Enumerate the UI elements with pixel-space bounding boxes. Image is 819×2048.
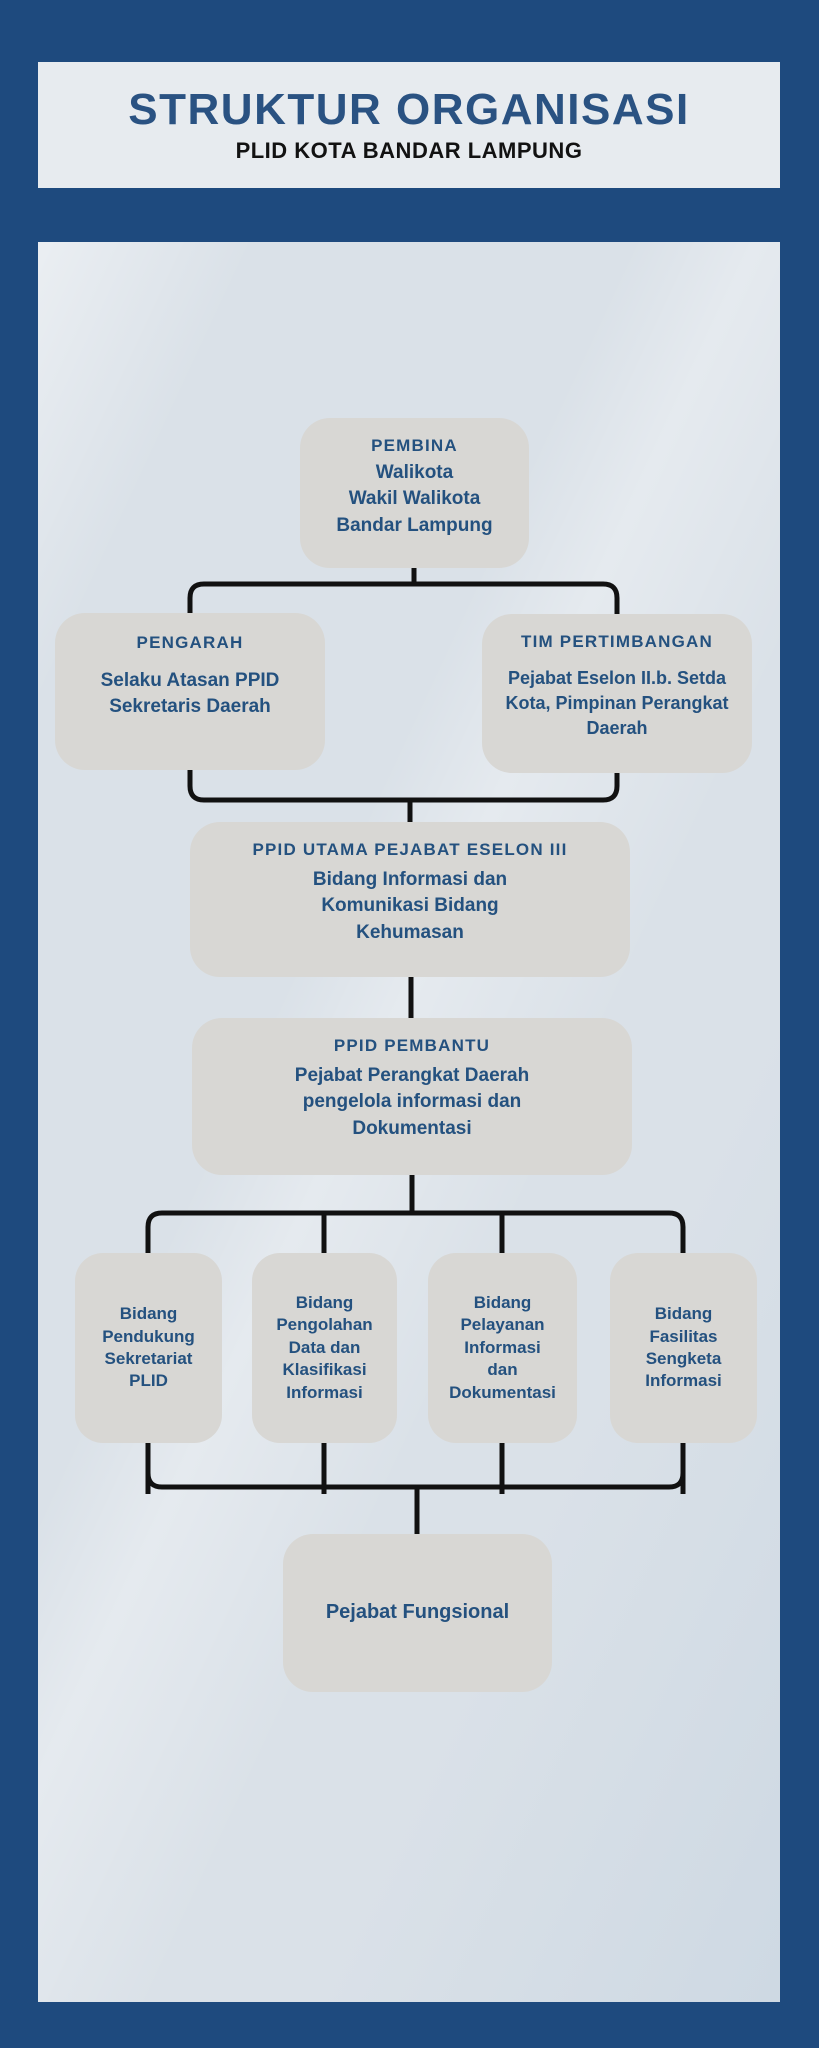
node-text-line: Bidang	[119, 1304, 178, 1324]
node-pejabat-fungsional: Pejabat Fungsional	[283, 1534, 552, 1692]
node-text-line: Pejabat Eselon II.b. Setda	[507, 668, 727, 689]
node-text-line: Bidang	[473, 1292, 532, 1312]
node-text-line: Informasi	[286, 1382, 363, 1402]
node-text-line: PLID	[129, 1371, 168, 1391]
connector-row2-merge-bus	[187, 770, 620, 803]
node-ppid-utama-title: PPID UTAMA PEJABAT ESELON III	[252, 840, 568, 859]
node-text-line: pengelola informasi dan	[302, 1091, 522, 1113]
node-tim-pertimbangan: TIM PERTIMBANGAN Pejabat Eselon II.b. Se…	[482, 614, 752, 773]
node-text-line: Informasi	[645, 1371, 722, 1391]
connector-children-bus	[145, 1210, 686, 1494]
node-ppid-pembantu: PPID PEMBANTU Pejabat Perangkat Daerah pe…	[192, 1018, 632, 1175]
node-text-line: Dokumentasi	[352, 1117, 472, 1139]
node-text-line: Sekretariat	[104, 1349, 193, 1368]
connector-collector-bus	[145, 1443, 686, 1490]
connector-row2-bus	[187, 581, 620, 615]
node-text-line: Bidang	[295, 1292, 354, 1312]
node-text-line: Bidang Informasi dan	[312, 869, 508, 891]
node-tim-pertimbangan-title: TIM PERTIMBANGAN	[520, 632, 714, 651]
node-pengarah-title: PENGARAH	[136, 633, 244, 652]
page-subtitle: PLID KOTA BANDAR LAMPUNG	[235, 138, 583, 163]
node-text-line: Pendukung	[102, 1326, 195, 1346]
node-text-line: Pejabat Perangkat Daerah	[294, 1065, 530, 1087]
node-text-line: Fasilitas	[649, 1326, 718, 1346]
node-text-line: dan	[487, 1360, 518, 1380]
node-pengarah-body: Selaku Atasan PPID Sekretaris Daerah	[55, 668, 325, 720]
node-text-line: Dokumentasi	[449, 1382, 556, 1402]
node-ppid-pembantu-title: PPID PEMBANTU	[333, 1036, 491, 1055]
node-text-line: Selaku Atasan PPID	[100, 670, 280, 692]
node-text-line: Komunikasi Bidang	[321, 895, 499, 917]
node-text-line: Wakil Walikota	[348, 488, 481, 510]
node-text-line: Kehumasan	[356, 921, 464, 943]
node-text-line: Data dan	[288, 1337, 361, 1357]
node-text-line: Bandar Lampung	[336, 514, 493, 536]
node-pejabat-fungsional-body: Pejabat Fungsional	[326, 1599, 509, 1627]
node-text-line: Pejabat Fungsional	[325, 1601, 510, 1624]
node-pengarah: PENGARAH Selaku Atasan PPID Sekretaris Da…	[55, 613, 325, 770]
node-text-line: Walikota	[375, 462, 454, 484]
node-ppid-pembantu-body: Pejabat Perangkat Daerah pengelola inform…	[192, 1063, 632, 1142]
page-title: STRUKTUR ORGANISASI	[128, 85, 690, 134]
node-text-line: Kota, Pimpinan Perangkat	[505, 692, 729, 713]
node-text-line: Daerah	[586, 717, 648, 738]
node-text-line: Informasi	[464, 1337, 541, 1357]
node-text-line: Sengketa	[645, 1349, 722, 1368]
node-text-line: Pelayanan	[460, 1315, 545, 1335]
node-pembina-title: PEMBINA	[371, 436, 458, 455]
header-banner: STRUKTUR ORGANISASI PLID KOTA BANDAR LAM…	[38, 62, 780, 188]
node-text-line: Sekretaris Daerah	[109, 696, 271, 718]
node-ppid-utama: PPID UTAMA PEJABAT ESELON III Bidang Inf…	[190, 822, 630, 977]
node-text-line: Bidang	[654, 1304, 713, 1324]
node-text-line: Pengolahan	[276, 1315, 373, 1335]
node-text-line: Klasifikasi	[282, 1360, 367, 1380]
